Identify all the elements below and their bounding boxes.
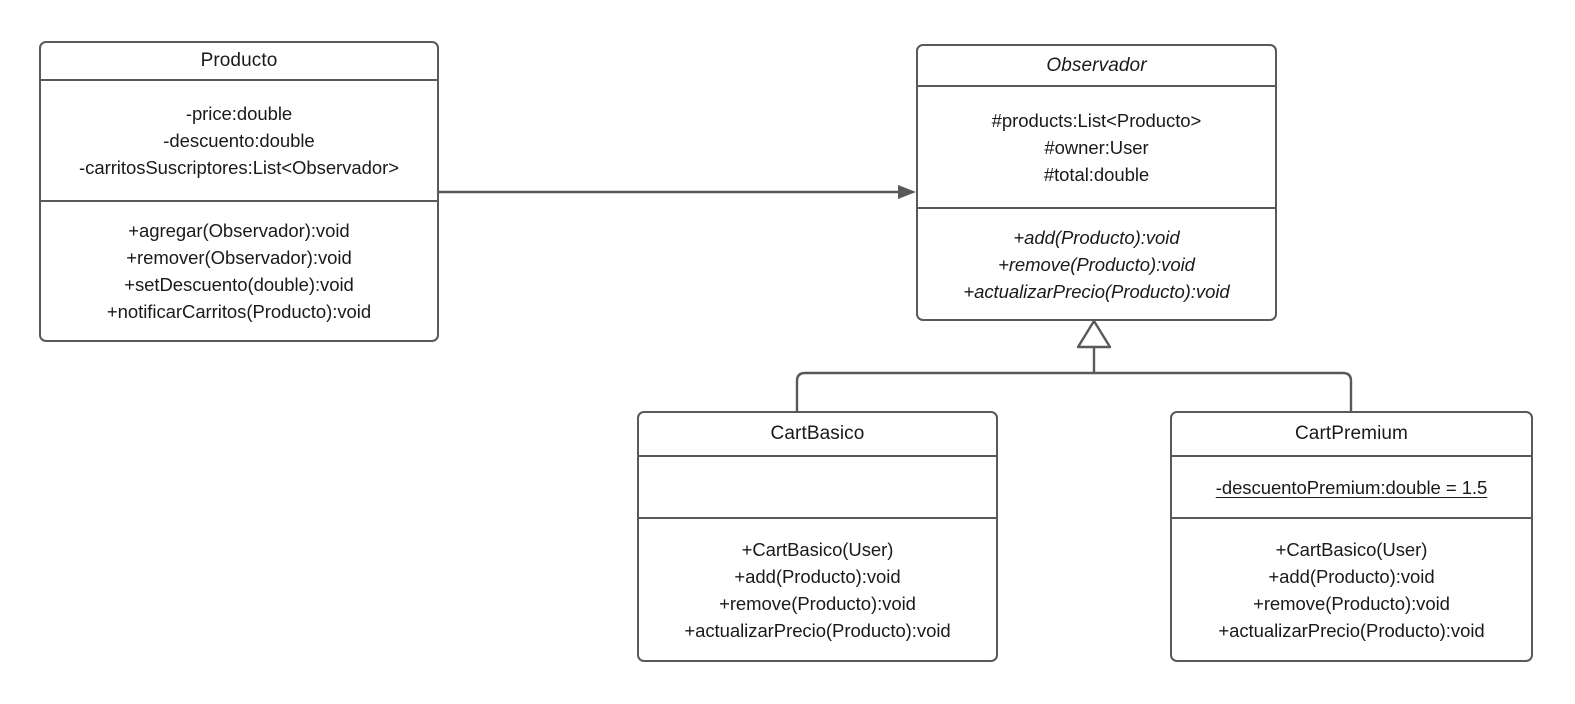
class-attributes-compartment-cartpremium: -descuentoPremium:double = 1.5 <box>1172 457 1531 519</box>
class-methods-compartment-producto: +agregar(Observador):void +remover(Obser… <box>41 202 437 340</box>
class-methods-compartment-cartpremium: +CartBasico(User) +add(Producto):void +r… <box>1172 519 1531 660</box>
class-box-observador[interactable]: Observador #products:List<Producto> #own… <box>916 44 1277 321</box>
class-box-cartbasico[interactable]: CartBasico +CartBasico(User) +add(Produc… <box>637 411 998 662</box>
generalization-branch <box>795 371 1353 411</box>
attribute-list-cartpremium: -descuentoPremium:double = 1.5 <box>1216 474 1488 501</box>
generalization-tree[interactable] <box>795 319 1353 411</box>
class-box-producto[interactable]: Producto -price:double -descuento:double… <box>39 41 439 342</box>
attribute-list-producto: -price:double -descuento:double -carrito… <box>79 100 399 181</box>
class-methods-compartment-observador: +add(Producto):void +remove(Producto):vo… <box>918 209 1275 319</box>
method-item: +add(Producto):void <box>1268 565 1435 587</box>
method-list-producto: +agregar(Observador):void +remover(Obser… <box>107 217 371 325</box>
class-box-cartpremium[interactable]: CartPremium -descuentoPremium:double = 1… <box>1170 411 1533 662</box>
method-item: +remove(Producto):void <box>719 592 916 614</box>
association-arrowhead-icon <box>898 185 916 199</box>
method-item: +remove(Producto):void <box>998 253 1195 275</box>
attribute-item: -price:double <box>185 103 293 124</box>
class-name-compartment-producto: Producto <box>41 43 437 81</box>
method-item: +actualizarPrecio(Producto):void <box>1218 619 1485 641</box>
attribute-item: -carritosSuscriptores:List<Observador> <box>79 157 399 178</box>
method-list-observador: +add(Producto):void +remove(Producto):vo… <box>963 224 1229 305</box>
class-methods-compartment-cartbasico: +CartBasico(User) +add(Producto):void +r… <box>639 519 996 660</box>
method-list-cartpremium: +CartBasico(User) +add(Producto):void +r… <box>1218 536 1484 644</box>
class-attributes-compartment-observador: #products:List<Producto> #owner:User #to… <box>918 87 1275 209</box>
class-name-compartment-cartbasico: CartBasico <box>639 413 996 457</box>
method-item: +agregar(Observador):void <box>128 220 350 241</box>
association-producto-observador[interactable] <box>439 185 916 199</box>
method-item: +add(Producto):void <box>1013 226 1180 248</box>
attribute-item: #total:double <box>1043 163 1150 185</box>
method-item: +remover(Observador):void <box>126 247 352 268</box>
attribute-item-static: -descuentoPremium:double = 1.5 <box>1215 476 1488 498</box>
class-title-producto: Producto <box>200 50 278 71</box>
method-item: +actualizarPrecio(Producto):void <box>684 619 951 641</box>
method-list-cartbasico: +CartBasico(User) +add(Producto):void +r… <box>684 536 950 644</box>
class-attributes-compartment-producto: -price:double -descuento:double -carrito… <box>41 81 437 202</box>
method-item: +add(Producto):void <box>734 565 901 587</box>
attribute-item: -descuento:double <box>163 130 315 151</box>
generalization-hollow-triangle-icon <box>1076 319 1112 349</box>
class-attributes-compartment-cartbasico <box>639 457 996 519</box>
method-item: +setDescuento(double):void <box>124 274 354 295</box>
method-item: +remove(Producto):void <box>1253 592 1450 614</box>
class-title-cartpremium: CartPremium <box>1294 423 1408 444</box>
attribute-item: #owner:User <box>1044 136 1149 158</box>
method-item: +CartBasico(User) <box>741 538 894 560</box>
class-name-compartment-observador: Observador <box>918 46 1275 87</box>
attribute-list-observador: #products:List<Producto> #owner:User #to… <box>992 107 1202 188</box>
attribute-item: #products:List<Producto> <box>991 109 1202 131</box>
class-title-observador: Observador <box>1046 54 1147 76</box>
class-name-compartment-cartpremium: CartPremium <box>1172 413 1531 457</box>
method-item: +CartBasico(User) <box>1275 538 1428 560</box>
method-item: +notificarCarritos(Producto):void <box>106 301 372 322</box>
method-item: +actualizarPrecio(Producto):void <box>963 280 1230 302</box>
class-title-cartbasico: CartBasico <box>770 423 865 444</box>
